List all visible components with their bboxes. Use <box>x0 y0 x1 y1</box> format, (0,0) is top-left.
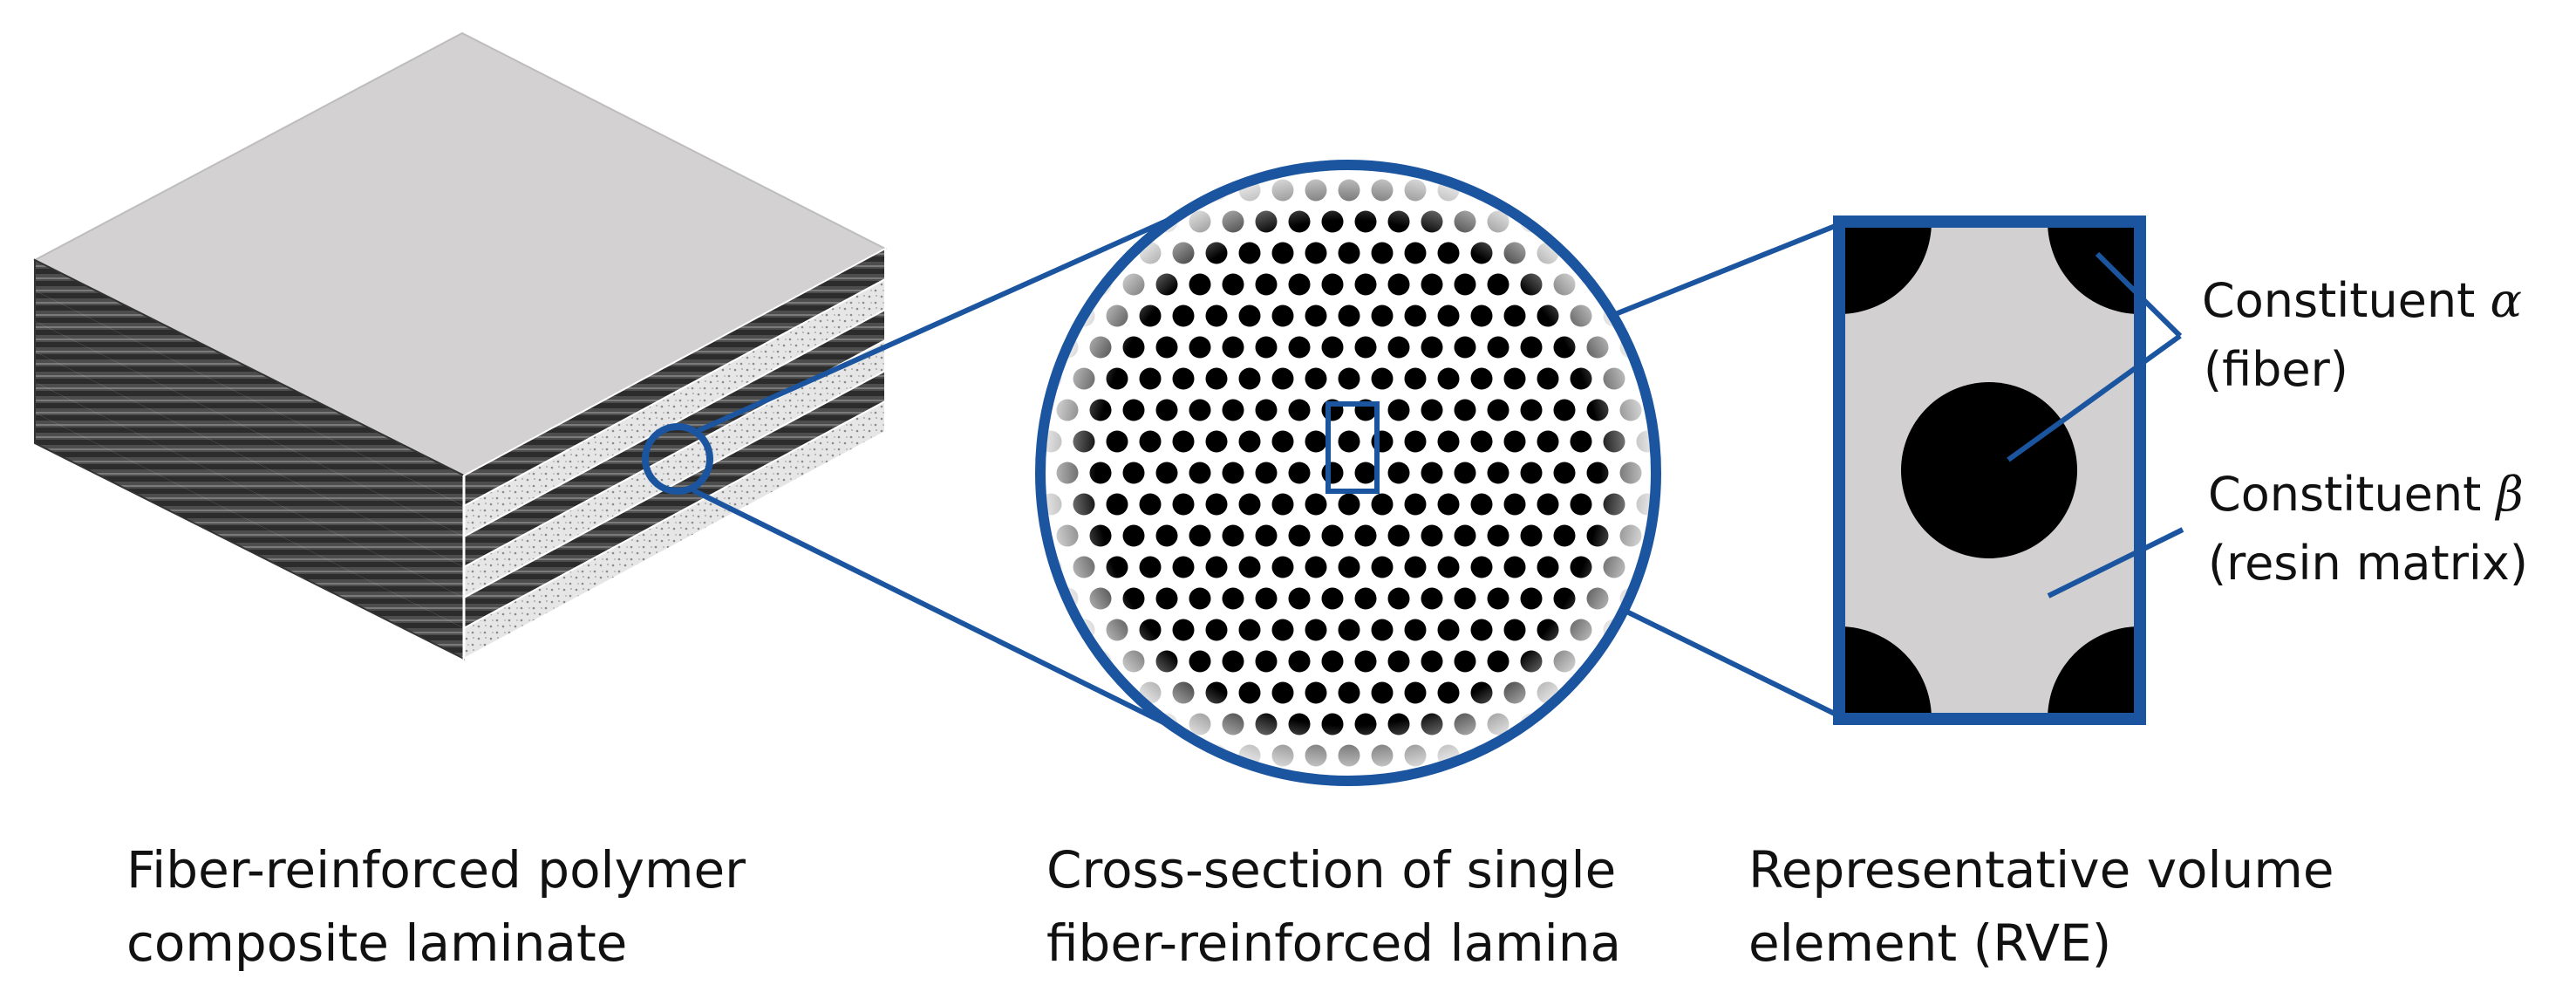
lamina-fiber-dot <box>1421 165 1443 170</box>
lamina-fiber-dot <box>1255 165 1278 170</box>
lamina-fiber-dot <box>1255 776 1278 781</box>
laminate-left-layer <box>35 291 464 537</box>
laminate-zoom-marker <box>642 423 713 495</box>
rve-fiber-corner-br <box>2048 626 2140 719</box>
label-matrix-detail: (resin matrix) <box>2208 536 2528 591</box>
label-fiber-name: Constituent α <box>2202 273 2522 328</box>
rve-outline <box>1833 216 2146 725</box>
rve-selection-box <box>1325 401 1380 494</box>
caption-lamina: Cross-section of single fiber-reinforced… <box>1046 833 1621 980</box>
leader-fiber-center <box>2007 333 2182 462</box>
caption-lamina-line1: Cross-section of single <box>1046 840 1617 900</box>
laminate-block <box>32 31 888 660</box>
laminate-left-layer <box>35 413 464 659</box>
leader-lines <box>2007 251 2184 599</box>
rve-element <box>1833 216 2146 725</box>
alpha-symbol: α <box>2490 273 2521 328</box>
beta-symbol: β <box>2494 467 2523 522</box>
caption-lamina-line2: fiber-reinforced lamina <box>1046 913 1622 973</box>
laminate-left-face <box>34 258 465 660</box>
lamina-circle-outline <box>1035 160 1661 786</box>
caption-laminate-line1: Fiber-reinforced polymer <box>126 840 746 900</box>
rve-fiber-corner-tl <box>1839 222 1932 314</box>
rve-fiber-corner-tr <box>2048 222 2140 314</box>
caption-rve-line2: element (RVE) <box>1748 913 2112 973</box>
caption-laminate: Fiber-reinforced polymer composite lamin… <box>126 833 746 980</box>
laminate-left-layer <box>35 352 464 598</box>
label-fiber-detail: (fiber) <box>2204 342 2348 397</box>
laminate-left-layer <box>35 321 464 567</box>
laminate-left-layer <box>35 382 464 628</box>
laminate-right-face <box>463 247 886 660</box>
lamina-cross-section <box>1035 160 1661 786</box>
leader-matrix <box>2047 527 2184 599</box>
rve-fiber-corner-bl <box>1839 626 1932 719</box>
caption-laminate-line2: composite laminate <box>126 913 628 973</box>
label-matrix-name: Constituent β <box>2208 467 2524 522</box>
leader-fiber-corner <box>2095 251 2183 339</box>
rve-fiber-center <box>1901 382 2077 558</box>
caption-rve: Representative volume element (RVE) <box>1748 833 2334 980</box>
connector-laminate-bottom <box>692 488 1227 756</box>
lamina-fiber-dot <box>1421 776 1443 781</box>
caption-rve-line1: Representative volume <box>1748 840 2334 900</box>
connector-laminate-top <box>696 203 1202 434</box>
laminate-left-layer <box>35 260 464 506</box>
